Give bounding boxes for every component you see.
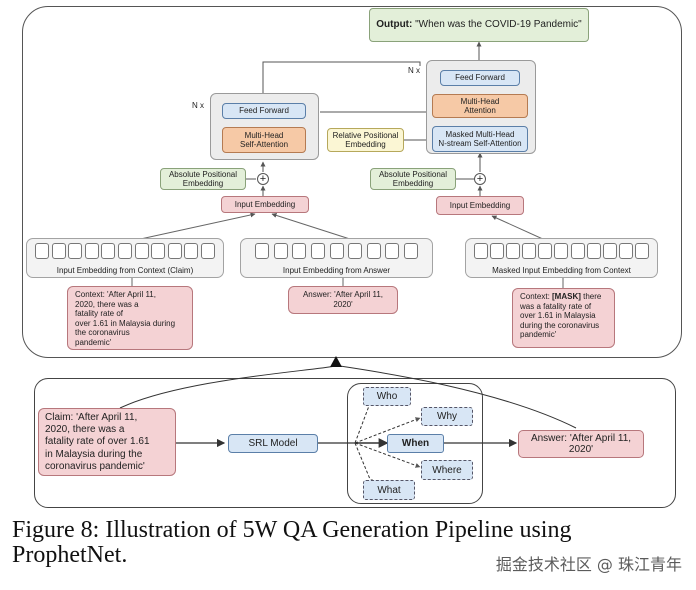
encoder-self-attention: Multi-Head Self-Attention: [222, 127, 306, 153]
mask-token: [MASK]: [552, 292, 581, 301]
answer-box: Answer: 'After April 11, 2020': [288, 286, 398, 314]
encoder-plus-icon: +: [257, 173, 269, 185]
token-cells: [255, 243, 418, 259]
decoder-nx: N x: [408, 66, 420, 75]
decoder-feed-forward: Feed Forward: [440, 70, 520, 86]
output-box: Output: "When was the COVID-19 Pandemic": [369, 8, 589, 42]
tray-label: Masked Input Embedding from Context: [492, 266, 631, 275]
encoder-input-embedding: Input Embedding: [221, 196, 309, 213]
decoder-plus-icon: +: [474, 173, 486, 185]
token-cells: [474, 243, 649, 259]
decoder-rel-pos-embedding: Relative Positional Embedding: [327, 128, 404, 152]
tray-answer: Input Embedding from Answer: [240, 238, 433, 278]
question-why: Why: [421, 407, 473, 426]
masked-context-box: Context: [MASK] there was a fatality rat…: [512, 288, 615, 348]
token-cells: [35, 243, 215, 259]
tray-context-claim: Input Embedding from Context (Claim): [26, 238, 224, 278]
context-claim-box: Context: 'After April 11, 2020, there wa…: [67, 286, 193, 350]
decoder-multi-head-attention: Multi-Head Attention: [432, 94, 528, 118]
decoder-masked-attention: Masked Multi-Head N-stream Self-Attentio…: [432, 126, 528, 152]
decoder-input-embedding: Input Embedding: [436, 196, 524, 215]
question-where: Where: [421, 460, 473, 480]
encoder-abs-pos-embedding: Absolute Positional Embedding: [160, 168, 246, 190]
masked-context-prefix: Context:: [520, 292, 553, 301]
claim-box: Claim: 'After April 11, 2020, there was …: [38, 408, 176, 476]
output-prefix: Output:: [376, 19, 413, 31]
figure-caption: Figure 8: Illustration of 5W QA Generati…: [12, 517, 572, 569]
question-when: When: [387, 434, 444, 453]
output-text: "When was the COVID-19 Pandemic": [412, 19, 582, 31]
encoder-feed-forward: Feed Forward: [222, 103, 306, 119]
tray-masked-context: Masked Input Embedding from Context: [465, 238, 658, 278]
encoder-nx: N x: [192, 101, 204, 110]
decoder-abs-pos-embedding: Absolute Positional Embedding: [370, 168, 456, 190]
tray-label: Input Embedding from Context (Claim): [56, 266, 194, 275]
pipeline-answer-box: Answer: 'After April 11, 2020': [518, 430, 644, 458]
question-who: Who: [363, 387, 411, 406]
watermark: 掘金技术社区 @ 珠江青年: [495, 555, 682, 574]
question-what: What: [363, 480, 415, 500]
tray-label: Input Embedding from Answer: [282, 266, 391, 275]
masked-context-rest: there was a fatality rate of over 1.61 i…: [520, 292, 602, 340]
srl-model-box: SRL Model: [228, 434, 318, 453]
